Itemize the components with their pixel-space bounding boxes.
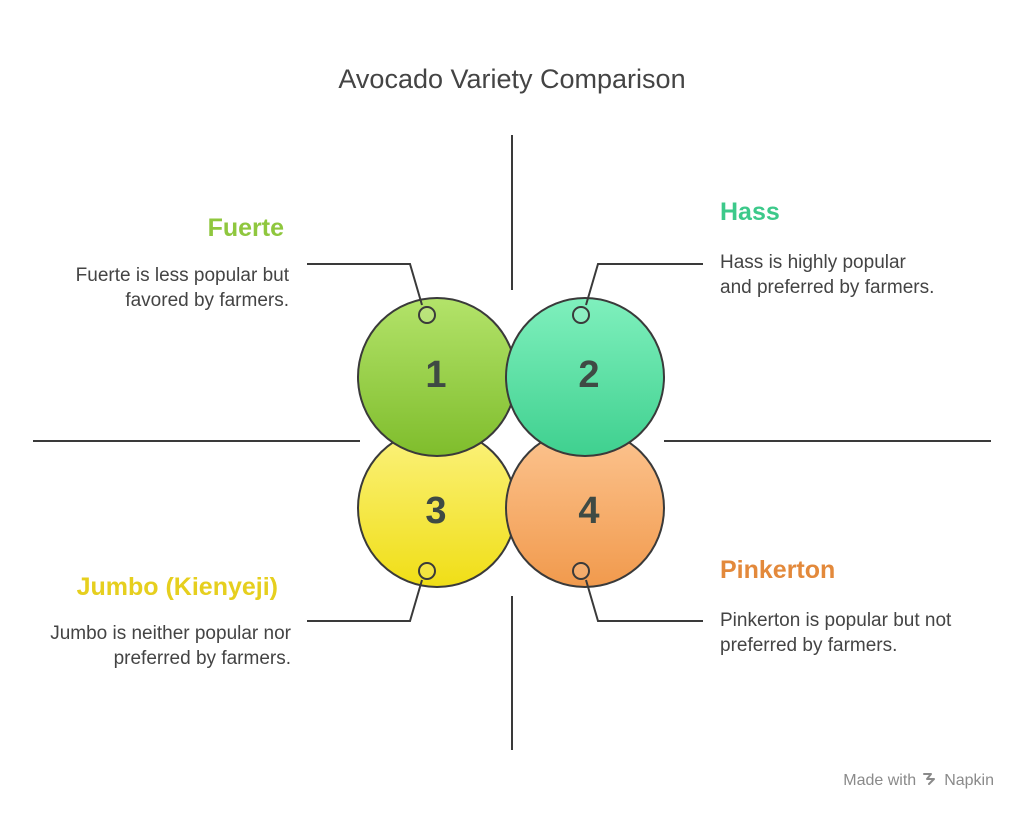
heading-jumbo: Jumbo (Kienyeji) [76, 573, 278, 601]
diagram-title: Avocado Variety Comparison [338, 64, 686, 94]
number-1: 1 [425, 354, 446, 396]
heading-fuerte: Fuerte [207, 214, 284, 242]
heading-hass: Hass [720, 198, 780, 226]
connector-dot-fuerte [418, 306, 436, 324]
connector-jumbo [307, 579, 423, 622]
connector-hass [585, 263, 703, 306]
description-fuerte: Fuerte is less popular but favored by fa… [75, 265, 289, 311]
connector-fuerte [307, 263, 423, 306]
circle-hass [505, 297, 665, 457]
description-pinkerton: Pinkerton is popular but not preferred b… [720, 610, 952, 656]
connector-dot-pinkerton [572, 562, 590, 580]
heading-pinkerton: Pinkerton [720, 556, 836, 584]
made-with-napkin[interactable]: Made with Napkin [843, 770, 994, 791]
made-with-label: Made with [843, 771, 917, 789]
description-jumbo: Jumbo is neither popular nor preferred b… [50, 623, 291, 669]
connector-pinkerton [585, 579, 703, 622]
connector-dot-jumbo [418, 562, 436, 580]
description-hass: Hass is highly popular and preferred by … [720, 252, 935, 298]
connector-dot-hass [572, 306, 590, 324]
number-2: 2 [578, 354, 599, 396]
number-4: 4 [578, 490, 599, 532]
napkin-brand-label: Napkin [944, 771, 994, 789]
number-3: 3 [425, 490, 446, 532]
napkin-logo-icon [922, 770, 938, 791]
